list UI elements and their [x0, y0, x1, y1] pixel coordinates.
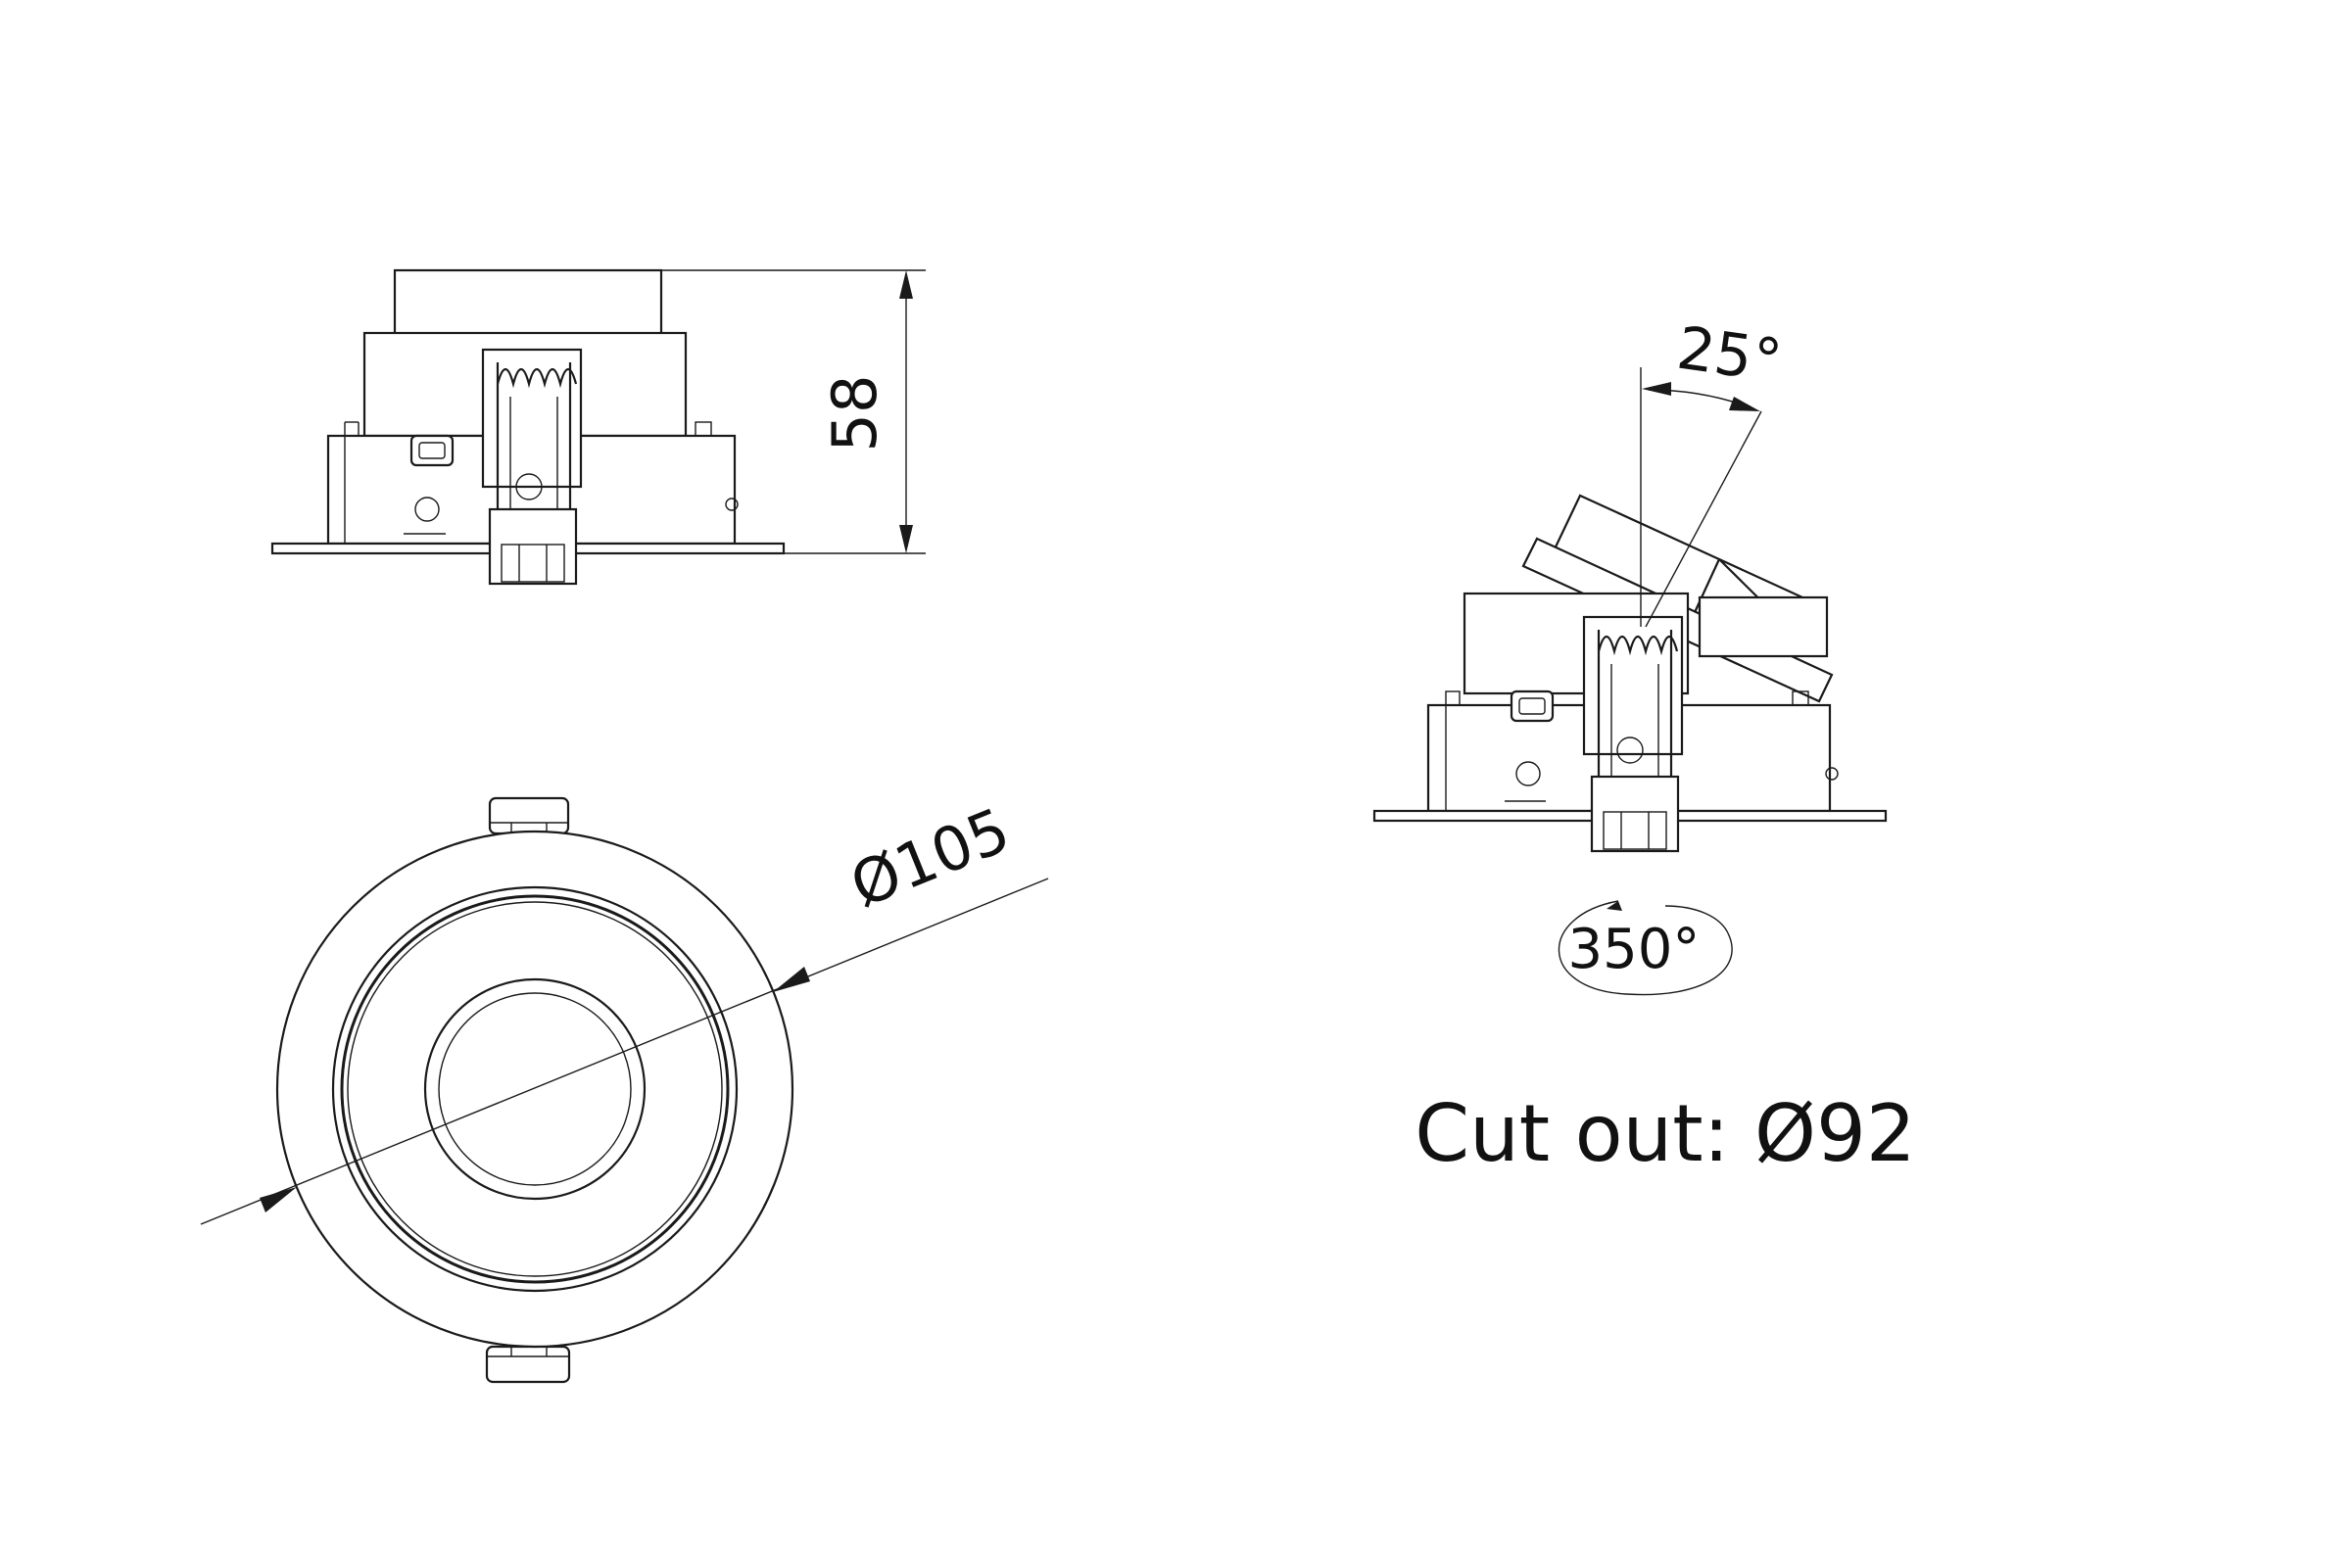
side-view: 58 [270, 268, 926, 586]
tilt-dimension-label: 25° [1673, 314, 1786, 397]
height-dimension-label: 58 [819, 375, 890, 452]
tilt-view: 25° 350° [1372, 314, 1888, 996]
diameter-dimension-label: Ø105 [840, 794, 1019, 922]
rotation-dimension-label: 350° [1568, 918, 1701, 981]
top-view: Ø105 [200, 794, 1049, 1384]
cutout-label: Cut out: Ø92 [1415, 1088, 1916, 1179]
